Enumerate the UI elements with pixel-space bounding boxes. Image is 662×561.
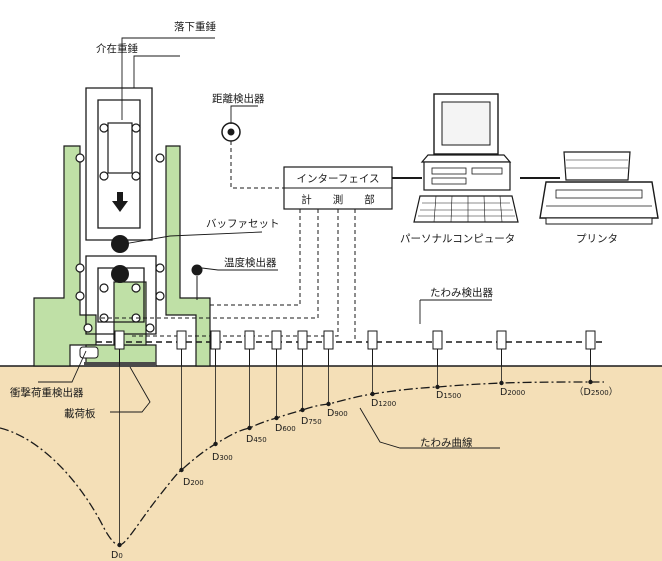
sensor-label-d200: D200 <box>183 477 204 488</box>
sensor-d750 <box>297 330 308 366</box>
ground <box>0 366 662 561</box>
drop-weight-block <box>107 122 133 174</box>
buffer-ball-lower <box>111 265 129 283</box>
sensor-label-d300: D300 <box>212 452 233 463</box>
sensor-label-d2000: D2000 <box>500 387 525 398</box>
sensor-d600 <box>271 330 282 366</box>
sensor-label-d900: D900 <box>327 408 348 419</box>
sensor-d200 <box>176 330 187 366</box>
sensor-label-d0: D0 <box>111 550 123 561</box>
sensor-label-d2500: （D2500） <box>574 386 618 398</box>
drop-arrow-icon <box>112 192 128 212</box>
temperature-detector-icon <box>191 264 203 276</box>
outer-frame-right <box>165 145 211 367</box>
label-loading-plate: 載荷板 <box>64 407 96 420</box>
sensor-d0 <box>114 330 125 366</box>
sensor-labels: D0 D200 D300 D450 D600 D750 D900 D1200 D… <box>111 386 618 561</box>
label-measurement-unit: 計 測 部 <box>301 193 375 206</box>
sensor-reference-lines <box>119 366 591 543</box>
sensor-d2500 <box>585 330 596 366</box>
label-impact-load-detector: 衝撃荷重検出器 <box>10 386 84 399</box>
sensor-label-d450: D450 <box>246 434 267 445</box>
printer-icon <box>539 151 659 225</box>
leader-lines <box>38 37 500 449</box>
sensor-label-d600: D600 <box>275 423 296 434</box>
sensor-label-d1500: D1500 <box>436 390 461 401</box>
label-printer: プリンタ <box>576 233 618 245</box>
sensor-d1500 <box>432 330 443 366</box>
label-buffer-set: バッファセット <box>206 218 280 230</box>
label-deflection-curve: たわみ曲線 <box>420 436 473 449</box>
deflection-sensors <box>114 330 596 366</box>
sensor-d300 <box>210 330 221 366</box>
label-distance-detector: 距離検出器 <box>212 92 265 105</box>
sensor-d900 <box>323 330 334 366</box>
signal-lines <box>100 141 356 340</box>
sensor-label-d750: D750 <box>301 416 322 427</box>
buffer-ball-upper <box>111 235 129 253</box>
label-deflection-detector: たわみ検出器 <box>430 286 493 299</box>
outer-frame-left <box>33 145 97 367</box>
impact-load-sensor <box>79 346 99 359</box>
label-personal-computer: パーソナルコンピュータ <box>400 233 515 245</box>
inner-frame-lower <box>85 255 157 335</box>
label-temperature-detector: 温度検出器 <box>224 256 277 269</box>
sensor-d450 <box>244 330 255 366</box>
distance-detector-icon <box>221 122 241 142</box>
sensor-label-d1200: D1200 <box>371 398 396 409</box>
label-intermediate-weight: 介在重錘 <box>96 42 138 55</box>
deflection-points <box>117 379 593 548</box>
sensor-d1200 <box>367 330 378 366</box>
label-interface: インターフェイス <box>296 173 379 185</box>
personal-computer-icon <box>413 93 519 223</box>
guide-rollers <box>75 123 165 333</box>
sensor-d2000 <box>496 330 507 366</box>
inner-frame-upper <box>85 87 153 241</box>
label-drop-weight: 落下重錘 <box>174 20 216 33</box>
